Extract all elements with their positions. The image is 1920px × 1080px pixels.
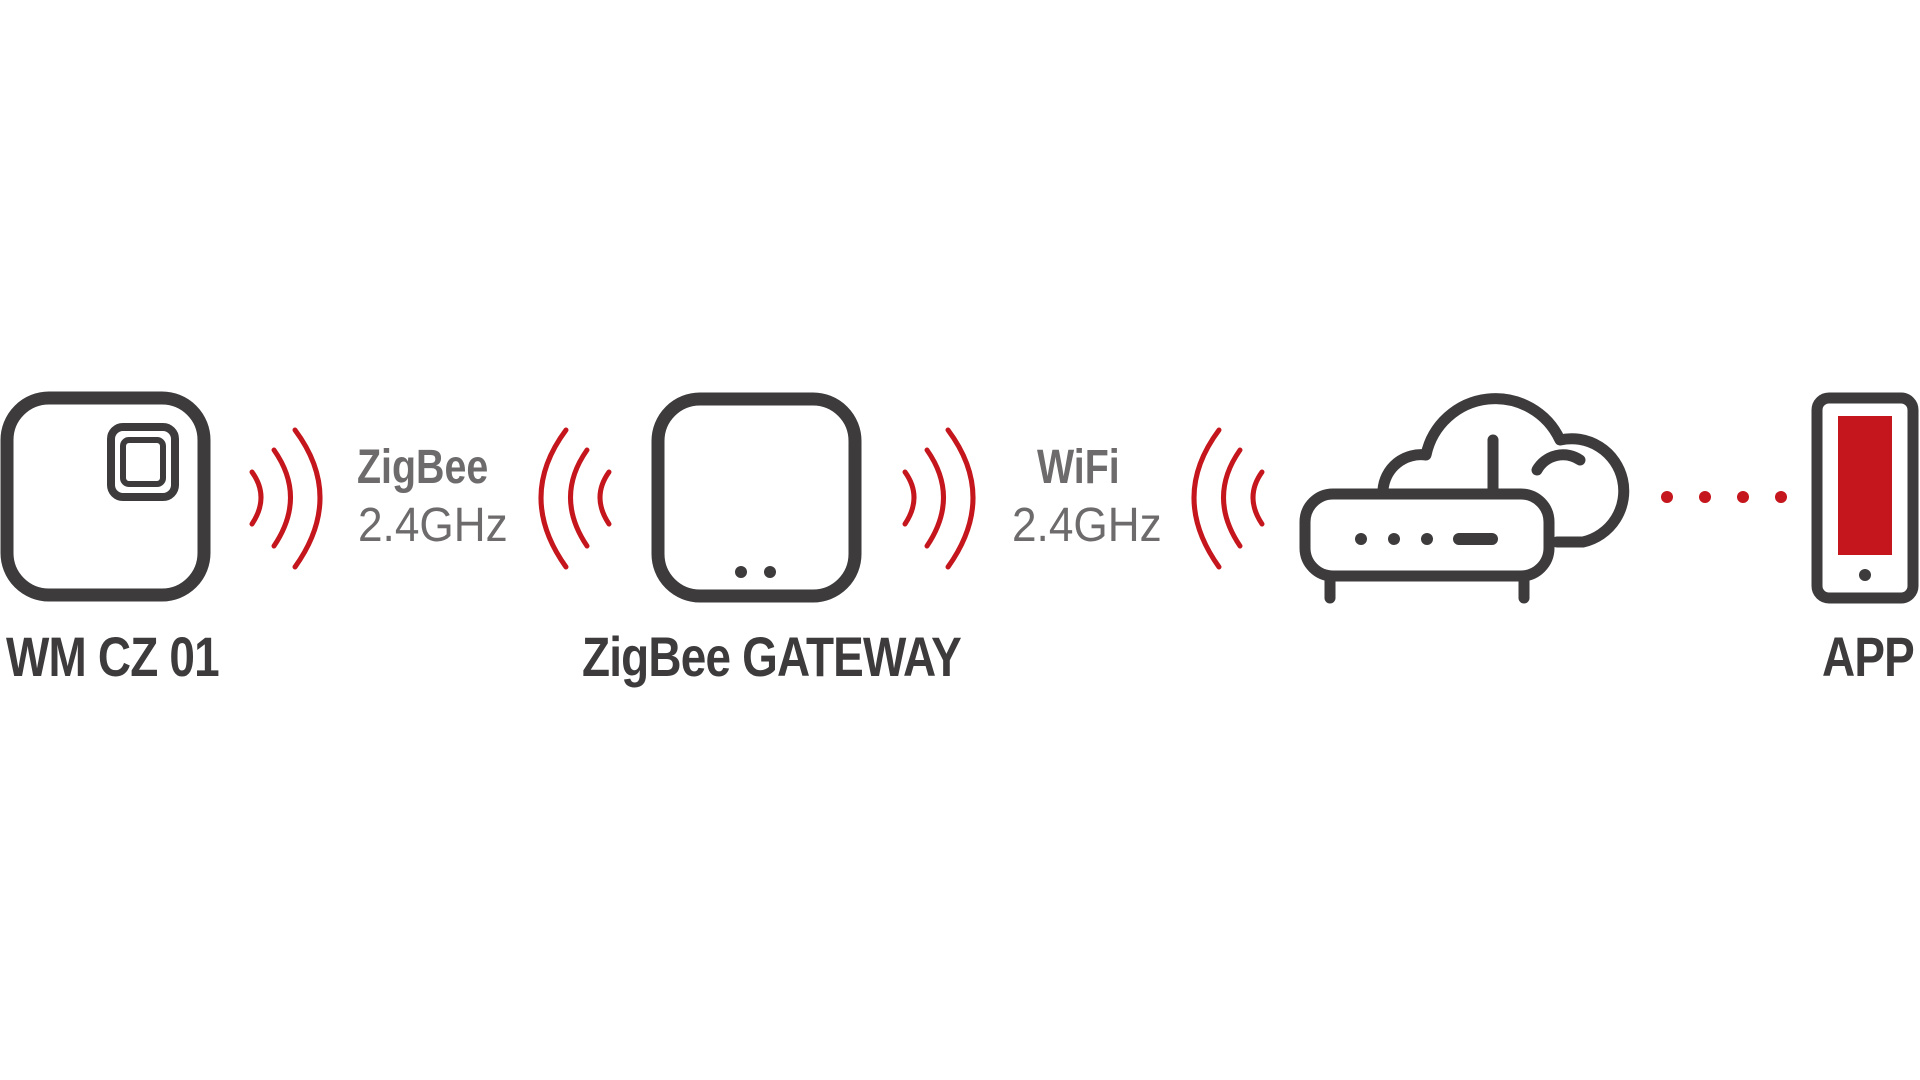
smartphone-icon: [1811, 392, 1919, 604]
signal-waves-icon: [902, 427, 976, 570]
dotted-connector: [1661, 491, 1787, 503]
zigbee-frequency-label: 2.4GHz: [358, 499, 508, 552]
signal-waves-icon: [249, 427, 323, 570]
gateway-icon: [651, 392, 862, 603]
zigbee-protocol-label: ZigBee: [357, 441, 489, 494]
signal-waves-icon: [538, 427, 612, 570]
app-label: APP: [1822, 625, 1915, 688]
wifi-frequency-label: 2.4GHz: [1012, 499, 1162, 552]
router-cloud-icon: [1299, 393, 1630, 604]
sensor-icon: [0, 391, 211, 602]
signal-waves-icon: [1191, 427, 1265, 570]
sensor-label: WM CZ 01: [6, 625, 220, 688]
gateway-label: ZigBee GATEWAY: [582, 625, 962, 688]
wifi-protocol-label: WiFi: [1037, 441, 1120, 494]
